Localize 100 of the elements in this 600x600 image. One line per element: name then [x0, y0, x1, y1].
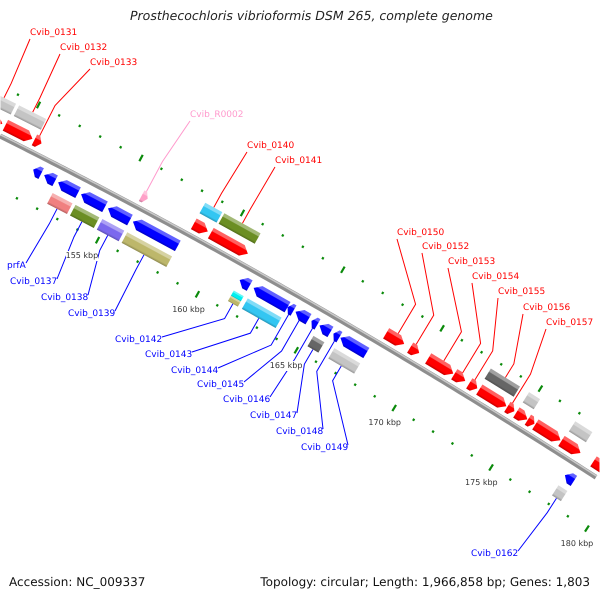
leader-line: [242, 166, 276, 224]
leader-line: [32, 54, 60, 113]
leader-line: [146, 120, 190, 192]
leader-line: [56, 221, 82, 280]
gene-block: [552, 485, 568, 502]
scale-label: 165 kbp: [270, 360, 302, 371]
gene-feature: [407, 342, 420, 356]
leader-line: [114, 254, 144, 312]
gene-label: Cvib_0153: [448, 257, 496, 268]
gene-label: Cvib_0144: [171, 366, 218, 377]
gene-label: Cvib_0148: [276, 427, 324, 438]
gene-label: Cvib_0145: [197, 380, 244, 391]
gene-label: Cvib_0137: [10, 277, 58, 288]
gene-feature: [288, 304, 297, 316]
gene-feature: [564, 473, 578, 486]
gene-block: [568, 421, 592, 442]
scale-label: 170 kbp: [368, 418, 401, 428]
gene-label: Cvib_0162: [471, 549, 518, 560]
gene-block: [96, 219, 124, 242]
gene-label: Cvib_0141: [275, 156, 322, 167]
gene-feature: [558, 436, 580, 454]
gene-block: [218, 213, 261, 244]
leader-line: [512, 328, 546, 404]
gene-block: [242, 298, 282, 328]
leader-line: [396, 238, 416, 334]
gene-label: Cvib_0157: [546, 318, 594, 329]
gene-block: [14, 105, 46, 130]
leader-line: [296, 348, 314, 414]
gene-feature: [240, 278, 253, 291]
genome-stats: Topology: circular; Length: 1,966,858 bp; Genes: 1,803: [260, 575, 590, 589]
gene-block: [47, 193, 73, 214]
gene-label: Cvib_0147: [250, 411, 298, 422]
gene-label: Cvib_R0002: [190, 110, 244, 121]
leader-line: [518, 498, 557, 552]
gene-feature: [319, 324, 334, 338]
gene-label: Cvib_0146: [223, 395, 270, 406]
gene-label: Cvib_0139: [68, 309, 116, 320]
leader-line: [462, 282, 482, 374]
gene-label: Cvib_0133: [90, 58, 138, 69]
gene-block: [200, 202, 222, 223]
gene-feature: [333, 330, 342, 342]
gene-label: Cvib_0155: [498, 287, 546, 298]
gene-feature: [340, 336, 370, 358]
gene-label: Cvib_0131: [30, 28, 78, 39]
gene-label: Cvib_0138: [41, 293, 88, 304]
leader-line: [416, 252, 434, 345]
gene-feature: [296, 310, 312, 324]
gene-feature: [425, 353, 454, 376]
gene-feature: [138, 190, 148, 202]
scale-label: 180 kbp: [560, 538, 594, 549]
gene-feature: [108, 206, 133, 226]
gene-block: [228, 290, 244, 307]
gene-feature: [32, 134, 42, 147]
gene-feature: [524, 414, 534, 427]
gene-label: Cvib_0150: [397, 228, 444, 239]
gene-block: [328, 348, 360, 374]
gene-feature: [58, 180, 81, 198]
gene-label: Cvib_0140: [247, 141, 294, 152]
gene-feature: [476, 384, 506, 408]
leader-line: [26, 208, 58, 264]
leader-line: [443, 268, 462, 362]
leader-line: [504, 314, 524, 378]
gene-label: Cvib_0149: [301, 443, 348, 454]
gene-label: Cvib_0154: [472, 272, 520, 283]
leader-line: [4, 38, 30, 98]
leader-line: [39, 68, 90, 136]
gene-feature: [312, 318, 320, 330]
gene-feature: [383, 328, 404, 346]
gene-feature: [2, 120, 32, 142]
gene-feature: [466, 378, 478, 391]
gene-label: Cvib_0152: [422, 242, 470, 253]
gene-label: Cvib_0156: [523, 303, 570, 314]
gene-feature: [590, 456, 600, 472]
gene-feature: [33, 166, 44, 179]
gene-label: Cvib_0142: [115, 335, 162, 346]
gene-label: Cvib_0143: [145, 350, 192, 361]
gene-block: [70, 204, 100, 228]
gene-feature: [513, 407, 528, 421]
leader-line: [244, 320, 300, 382]
leader-line: [192, 318, 260, 352]
gene-feature: [132, 220, 181, 252]
gene-block: [522, 392, 540, 410]
gene-label: prfA: [7, 261, 26, 272]
gene-feature: [44, 172, 58, 186]
gene-feature: [190, 218, 208, 234]
gene-feature: [532, 419, 560, 442]
gene-block: [0, 96, 16, 115]
gene-feature: [81, 192, 108, 212]
gene-block: [122, 232, 172, 267]
accession-text: Accession: NC_009337: [9, 575, 146, 589]
leader-line: [162, 303, 234, 338]
leader-line: [316, 340, 335, 430]
scale-label: 175 kbp: [465, 478, 498, 488]
leader-line: [213, 152, 248, 208]
gene-feature: [208, 228, 248, 256]
leader-line: [474, 298, 498, 380]
gene-block: [307, 336, 324, 353]
gene-block: [484, 368, 520, 397]
gene-feature: [451, 369, 466, 382]
gene-feature: [504, 402, 514, 414]
